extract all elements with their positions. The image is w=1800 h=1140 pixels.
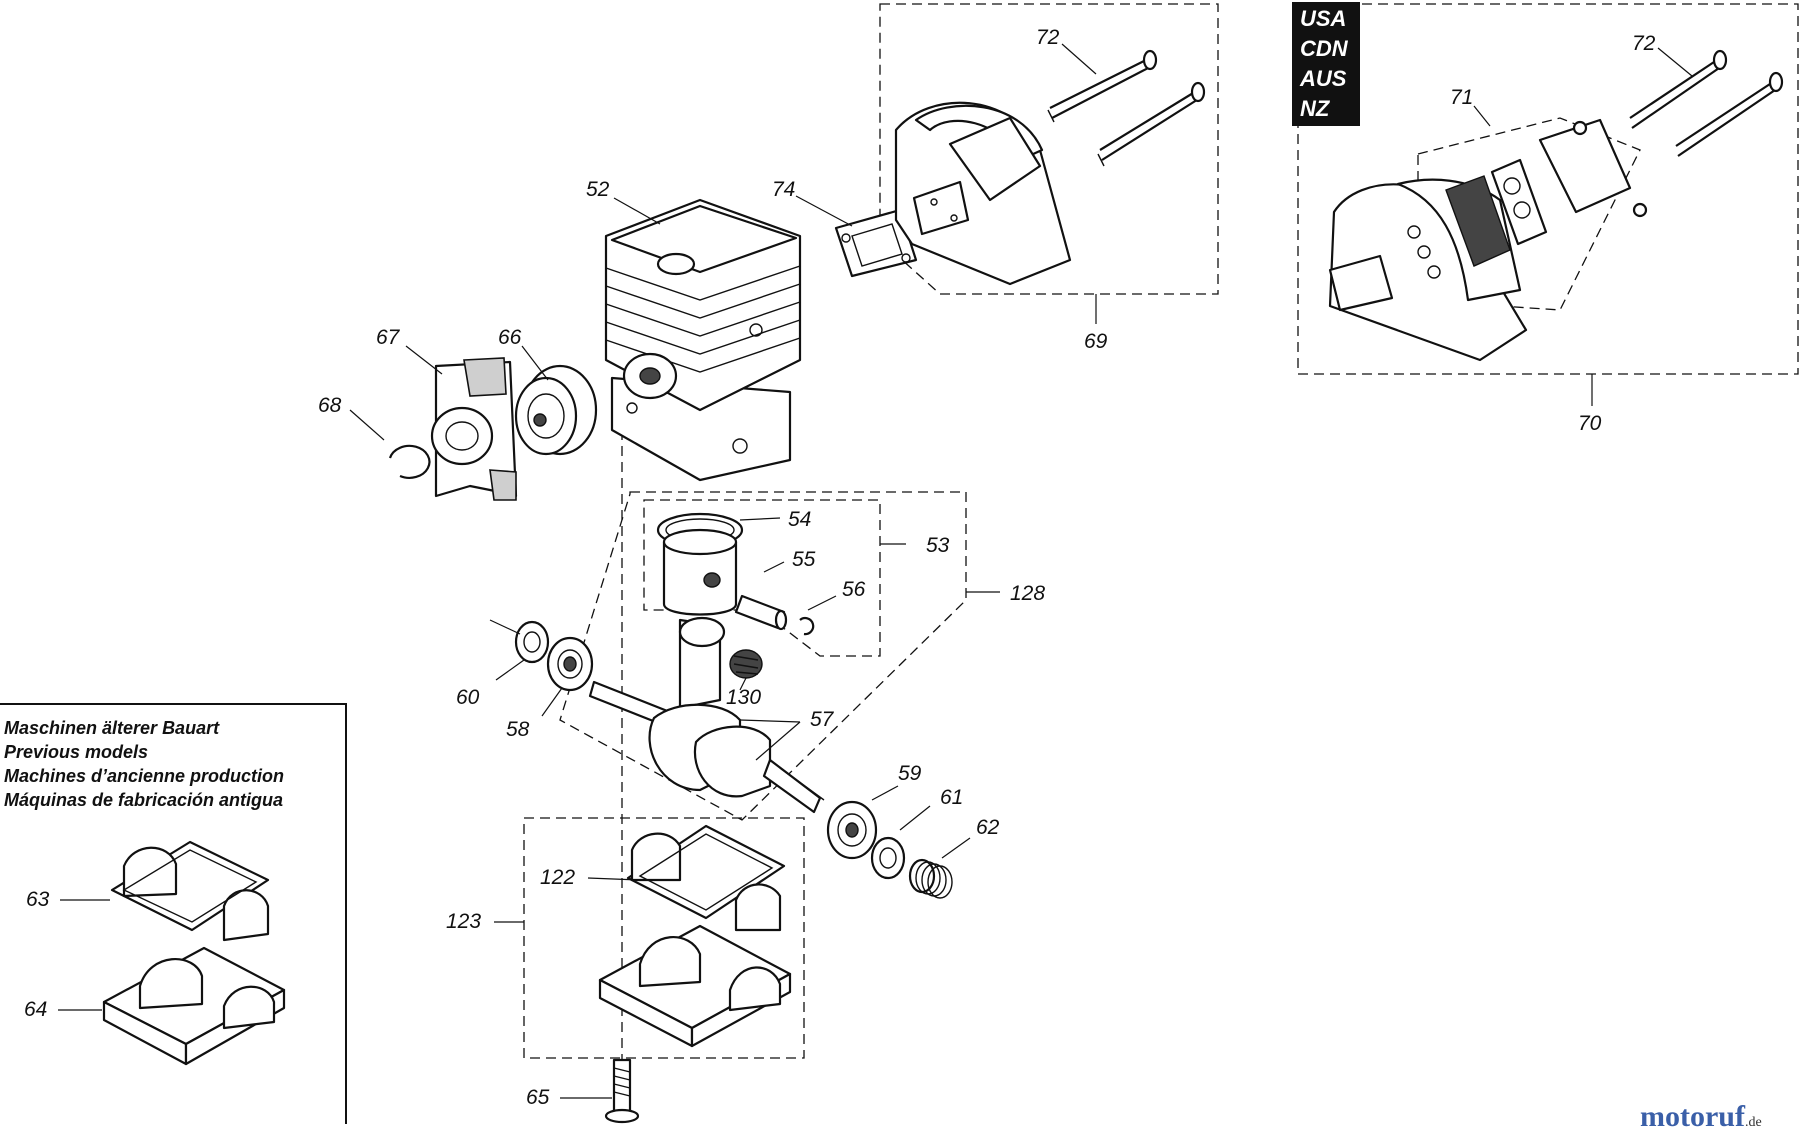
bolt-72-pair-b <box>1629 49 1784 157</box>
watermark-main: motoruf <box>1640 1100 1746 1133</box>
crankshaft-57 <box>588 616 825 814</box>
label-54: 54 <box>788 508 811 531</box>
crankcase-half-63 <box>110 840 270 942</box>
label-123: 123 <box>446 910 481 933</box>
region-usa: USA <box>1300 6 1346 31</box>
group-123-box <box>523 817 805 1059</box>
label-62: 62 <box>976 816 1000 839</box>
label-65: 65 <box>526 1086 550 1109</box>
piston-pin-55 <box>734 594 788 631</box>
label-61: 61 <box>940 786 963 809</box>
seal-61 <box>870 836 906 880</box>
label-63: 63 <box>26 888 50 911</box>
cylinder-52 <box>604 198 802 482</box>
circlip-68 <box>388 444 431 479</box>
label-72-b: 72 <box>1632 32 1656 55</box>
label-70: 70 <box>1578 412 1602 435</box>
group-70-box <box>1297 3 1799 375</box>
watermark-suffix: .de <box>1745 1115 1762 1130</box>
label-56: 56 <box>842 578 866 601</box>
needle-bearing-130 <box>729 649 763 679</box>
label-128: 128 <box>1010 582 1045 605</box>
label-69: 69 <box>1084 330 1108 353</box>
label-57: 57 <box>810 708 835 731</box>
label-72-a: 72 <box>1036 26 1060 49</box>
group-53-box <box>643 499 881 657</box>
label-67: 67 <box>376 326 401 349</box>
muffler-70 <box>1328 178 1528 362</box>
label-66: 66 <box>498 326 522 349</box>
group-71-box <box>1417 117 1641 311</box>
watermark: motoruf.de <box>1640 1100 1762 1133</box>
muffler-69 <box>894 101 1072 286</box>
label-60: 60 <box>456 686 480 709</box>
intake-plate-67 <box>430 357 518 501</box>
spark-screen-71 <box>1445 118 1648 267</box>
group-69-box <box>879 3 1219 295</box>
svg-text:motoruf.de: motoruf.de <box>1640 1100 1762 1133</box>
label-130: 130 <box>726 686 761 709</box>
piston <box>662 528 738 616</box>
label-52: 52 <box>586 178 610 201</box>
previous-models-inset: Maschinen älterer Bauart Previous models… <box>0 703 347 1124</box>
seal-60 <box>489 619 550 664</box>
intake-flange-66 <box>514 364 598 456</box>
label-53: 53 <box>926 534 950 557</box>
note-line-3: Machines d’ancienne production <box>4 766 284 786</box>
note-line-1: Maschinen älterer Bauart <box>4 718 220 738</box>
bearing-59 <box>826 800 878 860</box>
bearing-58 <box>546 636 594 692</box>
label-122: 122 <box>540 866 575 889</box>
region-cdn: CDN <box>1300 36 1349 61</box>
region-nz: NZ <box>1300 96 1331 121</box>
region-aus: AUS <box>1299 66 1347 91</box>
clip-56 <box>799 617 815 636</box>
label-74: 74 <box>772 178 795 201</box>
note-line-2: Previous models <box>4 742 148 762</box>
label-59: 59 <box>898 762 922 785</box>
label-71: 71 <box>1450 86 1473 109</box>
label-68: 68 <box>318 394 342 417</box>
leader-lines <box>58 43 1693 1099</box>
crankcase-half-122-upper <box>626 824 786 932</box>
screw-65 <box>604 1058 640 1124</box>
label-55: 55 <box>792 548 816 571</box>
part-labels: 52 74 72 72 71 69 70 67 66 68 54 53 128 … <box>24 26 1656 1109</box>
region-box: USA CDN AUS NZ <box>1292 2 1360 126</box>
crankcase-half-122-lower <box>598 924 792 1048</box>
spring-62 <box>908 858 953 899</box>
group-128-box <box>559 491 967 821</box>
note-line-4: Máquinas de fabricación antigua <box>4 790 283 810</box>
label-64: 64 <box>24 998 47 1021</box>
bolt-72-pair-a <box>1047 49 1206 167</box>
label-58: 58 <box>506 718 530 741</box>
crankcase-half-64 <box>102 946 286 1066</box>
gasket-74 <box>834 208 918 278</box>
